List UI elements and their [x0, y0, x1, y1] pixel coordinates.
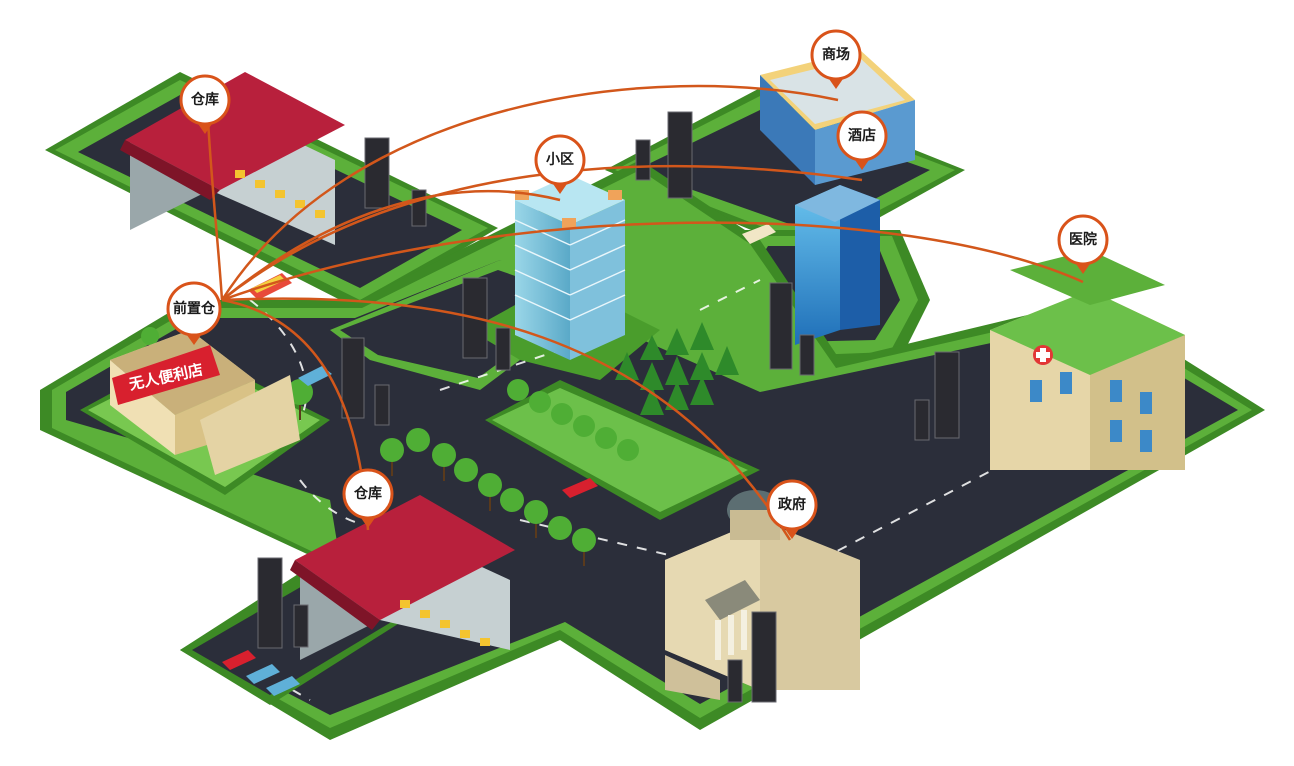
pin-hub-label: 前置仓	[173, 300, 216, 317]
pin-hospital-label: 医院	[1069, 231, 1097, 248]
mall-hotel-complex	[760, 50, 915, 345]
pin-warehouse-top[interactable]: 仓库	[179, 74, 231, 134]
pin-community-label: 小区	[546, 152, 574, 168]
pin-mall[interactable]: 商场	[810, 29, 862, 89]
warehouse-bottom-building	[290, 495, 515, 660]
pin-hub[interactable]: 前置仓	[166, 281, 222, 345]
tree-clusters	[141, 322, 739, 566]
pin-government-label: 政府	[778, 496, 806, 513]
community-tower	[514, 175, 626, 360]
pin-hotel[interactable]: 酒店	[836, 110, 888, 170]
pin-hotel-label: 酒店	[848, 127, 876, 144]
pin-warehouse-top-label: 仓库	[190, 91, 219, 108]
route-to-hotel	[221, 164, 863, 301]
pin-hospital[interactable]: 医院	[1057, 214, 1109, 274]
route-to-hospital	[221, 221, 1084, 302]
pin-mall-label: 商场	[822, 46, 850, 63]
route-to-mall	[220, 84, 839, 301]
route-to-warehouse-top	[206, 119, 224, 301]
government-building	[665, 490, 860, 700]
pin-warehouse-bottom[interactable]: 仓库	[342, 468, 394, 528]
delivery-routes	[206, 84, 1084, 541]
hospital-building	[990, 250, 1185, 470]
pin-government[interactable]: 政府	[766, 479, 818, 539]
route-to-government	[221, 297, 792, 541]
convenience-store: 无人便利店	[110, 330, 300, 475]
pin-community[interactable]: 小区	[534, 134, 586, 194]
pin-warehouse-bottom-label: 仓库	[353, 485, 382, 502]
delivery-kiosks	[257, 111, 960, 703]
warehouse-top-building	[120, 72, 345, 245]
